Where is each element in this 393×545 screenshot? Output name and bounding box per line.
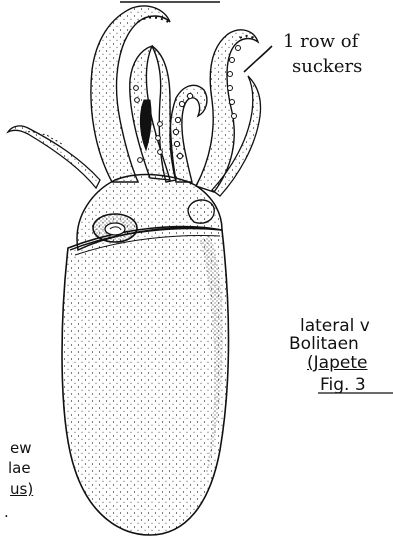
annotation-line-1: 1 row of: [283, 33, 358, 51]
left-caption-line-1: ew: [10, 441, 32, 456]
right-caption-line-3: (Japete: [307, 355, 367, 372]
arm-right: [196, 30, 258, 192]
right-caption-line-2: Bolitaen: [289, 336, 359, 353]
leader-line: [244, 46, 272, 72]
left-caption-line-2: lae: [8, 461, 31, 476]
right-caption-fig: Fig. 3: [320, 377, 366, 394]
eye-pupil: [105, 223, 125, 235]
annotation-line-2: suckers: [292, 58, 362, 76]
right-caption-line-1: lateral v: [300, 318, 370, 335]
mantle: [62, 227, 228, 535]
left-caption-line-3: us): [10, 482, 33, 497]
funnel: [188, 200, 214, 223]
left-caption-line-4: .: [4, 505, 9, 520]
arm-left: [8, 126, 100, 188]
